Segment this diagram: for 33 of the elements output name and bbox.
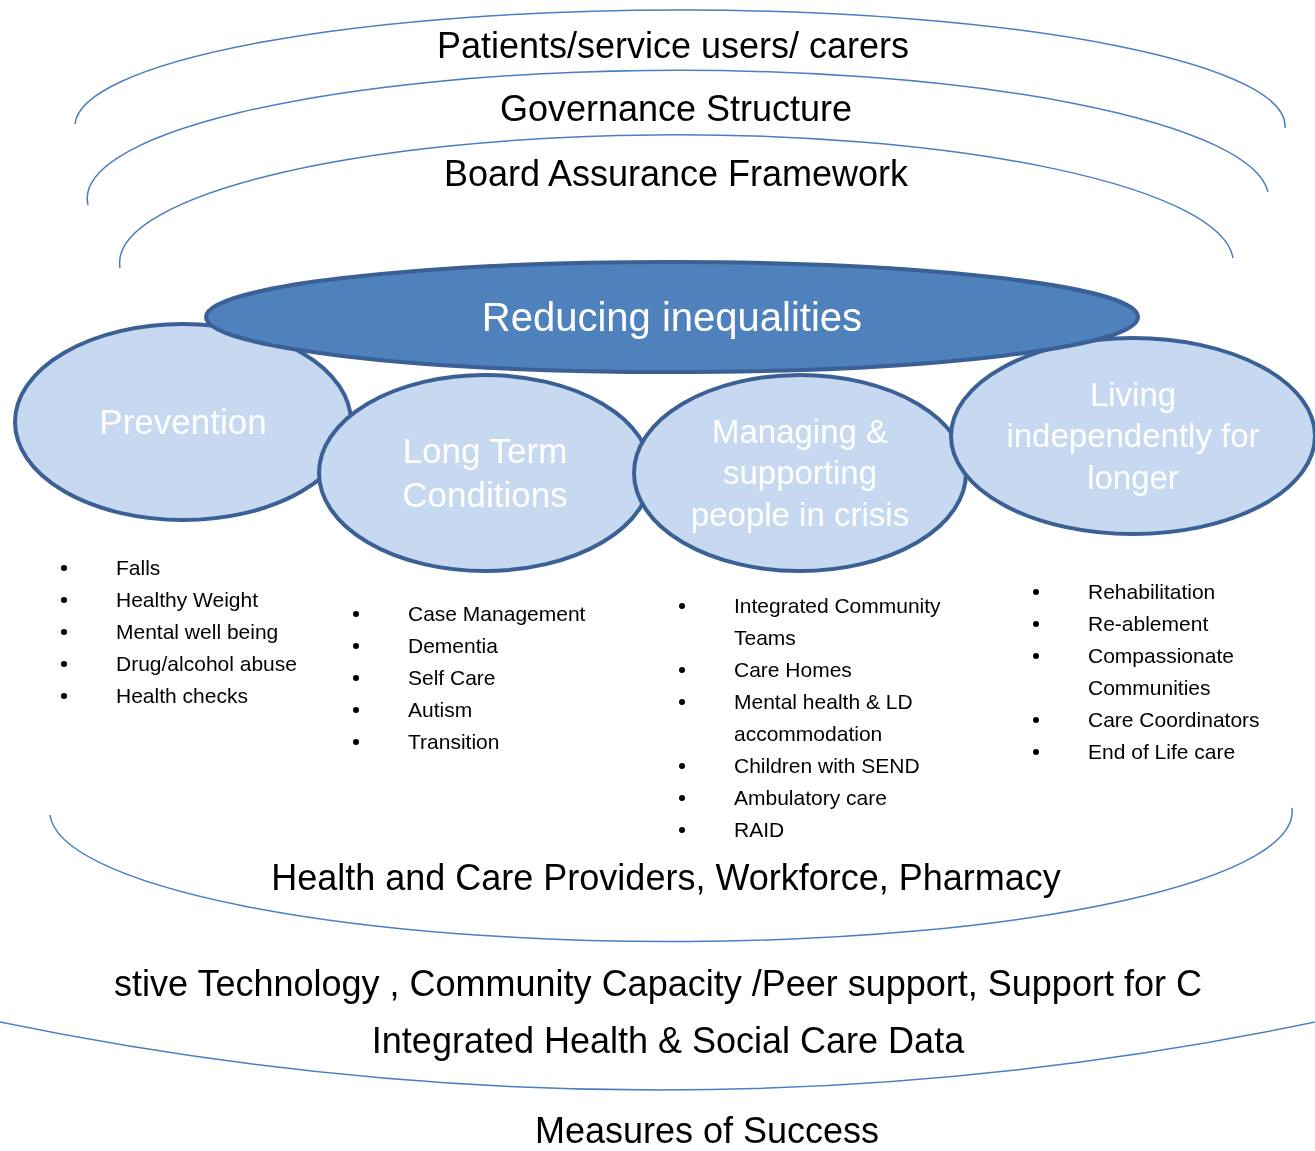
ellipse-label: Managing & supporting people in crisis [689, 412, 911, 535]
bullet-text: Care Homes [734, 658, 852, 681]
bullet-text: Case Management [408, 602, 586, 625]
bullet-text: Re-ablement [1088, 612, 1209, 635]
bullet-text: Rehabilitation [1088, 580, 1216, 603]
arc-caption: Patients/service users/ carers [436, 28, 910, 64]
bullet-text: Transition [408, 730, 500, 753]
arc-caption: Measures of Success [534, 1113, 880, 1149]
arc-caption: Governance Structure [499, 91, 853, 127]
ellipse-label: Reducing inequalities [480, 294, 864, 341]
ellipse-label: Long Term Conditions [401, 430, 569, 516]
bullet-text: Mental well being [116, 620, 279, 643]
bullet-text: Care Coordinators [1088, 708, 1260, 731]
bullet-text: Mental health & LD accommodation [734, 690, 913, 745]
bullet-text: Self Care [408, 666, 496, 689]
arc-caption: Health and Care Providers, Workforce, Pharmacy [271, 860, 1061, 896]
bullet-text: End of Life care [1088, 740, 1236, 763]
bullet-text: Integrated Community Teams [734, 594, 941, 649]
ellipse-label: Living independently for longer [1005, 375, 1261, 498]
bullet-text: Health checks [116, 684, 248, 707]
bullet-text: Autism [408, 698, 473, 721]
bullet-text: Healthy Weight [116, 588, 259, 611]
bullet-text: Children with SEND [734, 754, 920, 777]
bullet-text: Drug/alcohol abuse [116, 652, 297, 675]
arc-caption: Board Assurance Framework [443, 156, 909, 192]
bullet-text: Falls [116, 556, 161, 579]
bullet-text: RAID [734, 818, 785, 841]
bullet-text: Compassionate Communities [1088, 644, 1234, 699]
bullet-text: Ambulatory care [734, 786, 887, 809]
arc-caption: Integrated Health & Social Care Data [371, 1023, 965, 1059]
ellipse-label: Prevention [98, 401, 268, 444]
arc-caption: stive Technology , Community Capacity /Peer support, Support for C [114, 966, 1202, 1002]
bullet-text: Dementia [408, 634, 498, 657]
